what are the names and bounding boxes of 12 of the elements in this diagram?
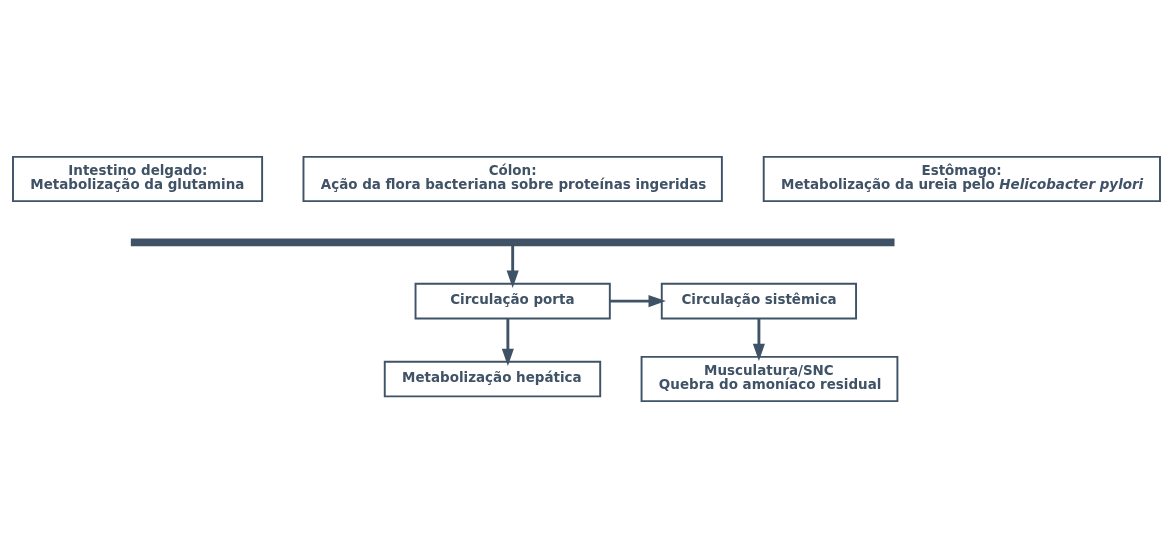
node-box: Circulação porta [414, 282, 611, 320]
node-box: Intestino delgado: Metabolização da glutamina [12, 155, 264, 203]
arrow [506, 245, 519, 288]
node-box: Metabolização hepática [383, 360, 602, 398]
node-box: Estômago: Metabolização da ureia pelo Helicobacter pylori [762, 155, 1161, 203]
arrow [610, 295, 666, 308]
node-box: Cólon: Ação da flora bacteriana sobre proteínas ingeridas [302, 155, 723, 203]
node-bar [130, 238, 895, 247]
arrow [501, 318, 514, 367]
node-box: Musculatura/SNC Quebra do amoníaco residual [640, 355, 899, 403]
node-box: Circulação sistêmica [660, 282, 857, 320]
arrow [752, 318, 765, 362]
